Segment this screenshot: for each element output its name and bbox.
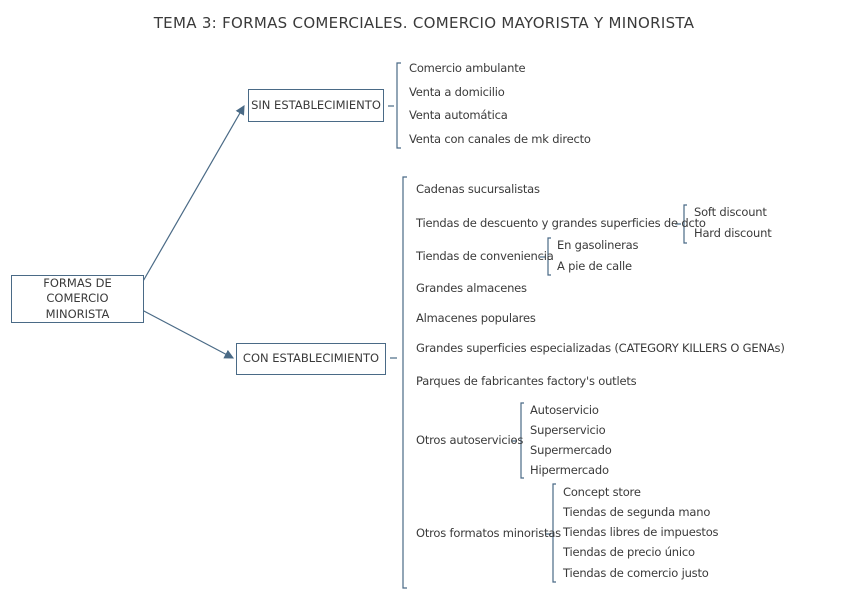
root-node: FORMAS DE COMERCIO MINORISTA <box>11 275 144 323</box>
autoservicios-sub-item: Supermercado <box>530 443 612 457</box>
conveniencia-sub-item: En gasolineras <box>557 238 639 252</box>
brace-formatos <box>552 483 556 583</box>
con-item-grandes-almacenes: Grandes almacenes <box>416 281 527 295</box>
page-title: TEMA 3: FORMAS COMERCIALES. COMERCIO MAY… <box>153 14 695 32</box>
con-item-parques: Parques de fabricantes factory's outlets <box>416 374 637 388</box>
brace-con <box>402 176 407 589</box>
root-label-line2: MINORISTA <box>45 306 110 321</box>
sin-item: Comercio ambulante <box>409 61 526 75</box>
con-item-autoservicios: Otros autoservicios <box>416 433 524 447</box>
autoservicios-sub-item: Hipermercado <box>530 463 609 477</box>
con-item-tiendas-descuento: Tiendas de descuento y grandes superfici… <box>416 216 706 230</box>
formatos-sub-item: Tiendas libres de impuestos <box>563 525 719 539</box>
con-item-otros-formatos: Otros formatos minoristas <box>416 526 561 540</box>
formatos-sub-item: Tiendas de comercio justo <box>563 566 709 580</box>
sin-item: Venta automática <box>409 108 508 122</box>
sin-item: Venta a domicilio <box>409 85 505 99</box>
arrow-to-con <box>141 309 235 359</box>
con-item-conveniencia: Tiendas de conveniencia <box>416 249 554 263</box>
root-label-line1: FORMAS DE COMERCIO <box>43 275 112 306</box>
brace-sin <box>396 62 401 149</box>
conveniencia-sub-item: A pie de calle <box>557 259 632 273</box>
brace-conveniencia <box>547 237 551 276</box>
formatos-sub-item: Tiendas de segunda mano <box>563 505 711 519</box>
brace-descuento <box>683 204 687 244</box>
sin-item: Venta con canales de mk directo <box>409 132 591 146</box>
descuento-sub-item: Soft discount <box>694 205 767 219</box>
autoservicios-sub-item: Superservicio <box>530 423 606 437</box>
con-establecimiento-node: CON ESTABLECIMIENTO <box>236 343 386 375</box>
brace-autoservicios <box>520 402 524 479</box>
formatos-sub-item: Tiendas de precio único <box>563 545 695 559</box>
descuento-sub-item: Hard discount <box>694 226 772 240</box>
con-item-cadenas: Cadenas sucursalistas <box>416 182 540 196</box>
autoservicios-sub-item: Autoservicio <box>530 403 599 417</box>
con-item-almacenes-populares: Almacenes populares <box>416 311 536 325</box>
sin-establecimiento-node: SIN ESTABLECIMIENTO <box>248 89 384 122</box>
con-item-especializadas: Grandes superficies especializadas (CATE… <box>416 341 785 355</box>
formatos-sub-item: Concept store <box>563 485 641 499</box>
arrow-to-sin <box>141 104 245 284</box>
